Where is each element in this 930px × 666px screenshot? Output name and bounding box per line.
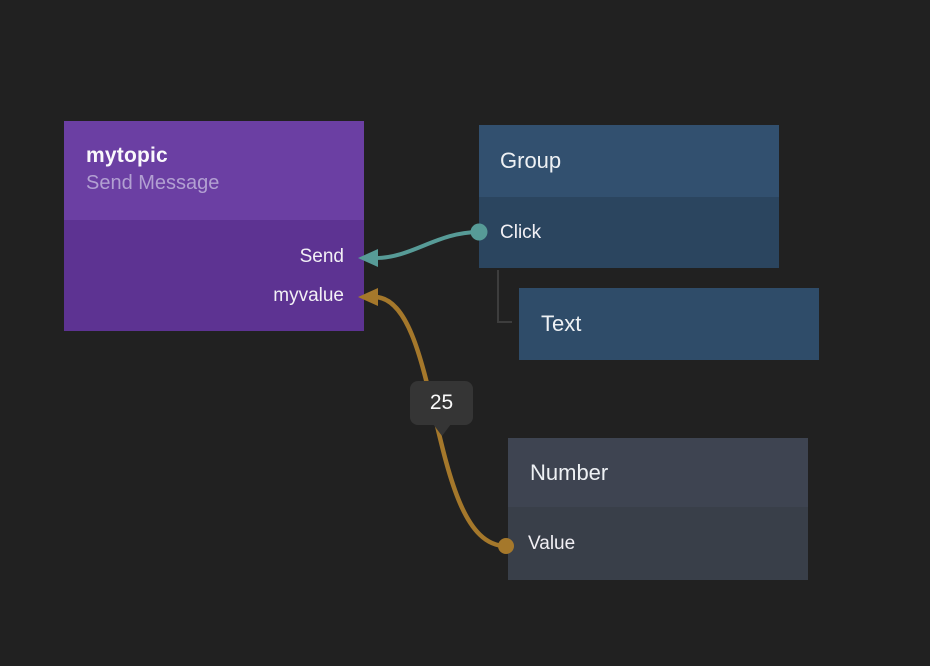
node-group-header[interactable]: Group: [479, 125, 779, 197]
node-text-title: Text: [541, 311, 582, 336]
port-myvalue-label: myvalue: [273, 284, 344, 306]
port-value-label: Value: [528, 532, 576, 554]
node-text[interactable]: Text: [519, 288, 819, 360]
node-mytopic-header[interactable]: mytopic Send Message: [64, 121, 364, 220]
node-group-body: Click: [479, 197, 779, 268]
wire-click-to-send-path[interactable]: [375, 230, 480, 260]
port-value[interactable]: Value: [528, 524, 575, 563]
node-mytopic[interactable]: mytopic Send Message Send myvalue: [64, 121, 364, 331]
node-number[interactable]: Number Value: [508, 438, 808, 580]
node-number-header[interactable]: Number: [508, 438, 808, 507]
wire-value-badge-text: 25: [429, 391, 454, 414]
badge-pointer-icon: [432, 424, 451, 436]
port-send[interactable]: Send: [64, 237, 364, 276]
tree-connector-line: [497, 270, 512, 323]
node-group[interactable]: Group Click: [479, 125, 779, 268]
port-myvalue[interactable]: myvalue: [64, 276, 364, 315]
port-click[interactable]: Click: [500, 213, 541, 252]
wire-click-to-send[interactable]: [358, 223, 488, 268]
port-send-label: Send: [299, 245, 344, 267]
port-click-label: Click: [500, 221, 542, 243]
node-number-title: Number: [530, 459, 609, 485]
node-mytopic-title: mytopic: [86, 144, 168, 167]
node-number-body: Value: [508, 507, 808, 580]
node-mytopic-subtitle: Send Message: [86, 172, 220, 194]
node-mytopic-body: Send myvalue: [64, 220, 364, 331]
wire-value-badge: 25: [410, 381, 473, 436]
node-group-title: Group: [500, 148, 562, 173]
